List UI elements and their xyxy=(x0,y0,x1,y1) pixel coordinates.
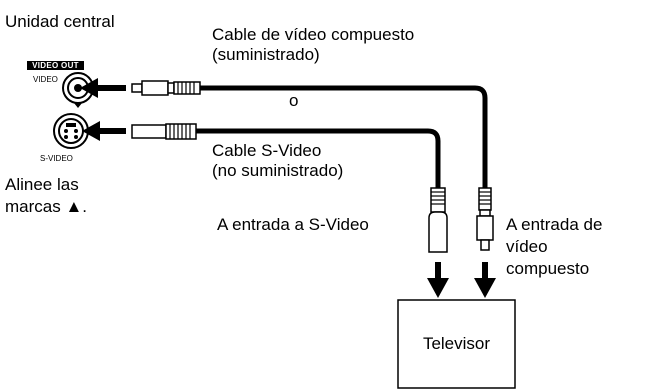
video-out-badge: VIDEO OUT xyxy=(27,61,84,70)
align-note-line1: Alinee las xyxy=(5,175,79,194)
svideo-jack-label: S-VIDEO xyxy=(40,154,73,163)
composite-cable-wire xyxy=(200,85,488,188)
composite-cable-label-line2: (suministrado) xyxy=(212,45,320,64)
insert-arrow-svideo xyxy=(82,121,126,141)
svideo-cable-label-line1: Cable S-Video xyxy=(212,141,322,160)
insert-arrow-composite xyxy=(80,78,126,98)
composite-cable-label-line1: Cable de vídeo compuesto xyxy=(212,25,415,44)
composite-plug-tv-side xyxy=(476,187,494,251)
svideo-cable-label-line2: (no suministrado) xyxy=(212,161,344,180)
composite-video-jack xyxy=(62,72,94,108)
svideo-plug xyxy=(131,123,197,140)
or-label: o xyxy=(289,91,299,110)
television-box xyxy=(397,299,516,389)
composite-input-label-line2: vídeo xyxy=(506,237,548,256)
unit-title: Unidad central xyxy=(5,12,115,31)
video-jack-label: VIDEO xyxy=(33,75,58,84)
align-note-line2: marcas ▲. xyxy=(5,197,88,216)
composite-plug xyxy=(131,80,201,96)
svideo-jack xyxy=(53,113,89,149)
svideo-input-label: A entrada a S-Video xyxy=(217,215,369,234)
svideo-cable-wire xyxy=(196,128,441,188)
down-arrow-svideo xyxy=(427,262,449,298)
composite-input-label-line1: A entrada de xyxy=(506,215,603,234)
television-label: Televisor xyxy=(422,334,491,353)
down-arrow-composite xyxy=(474,262,496,298)
svideo-plug-tv-side xyxy=(428,187,448,253)
composite-input-label-line3: compuesto xyxy=(506,259,590,278)
